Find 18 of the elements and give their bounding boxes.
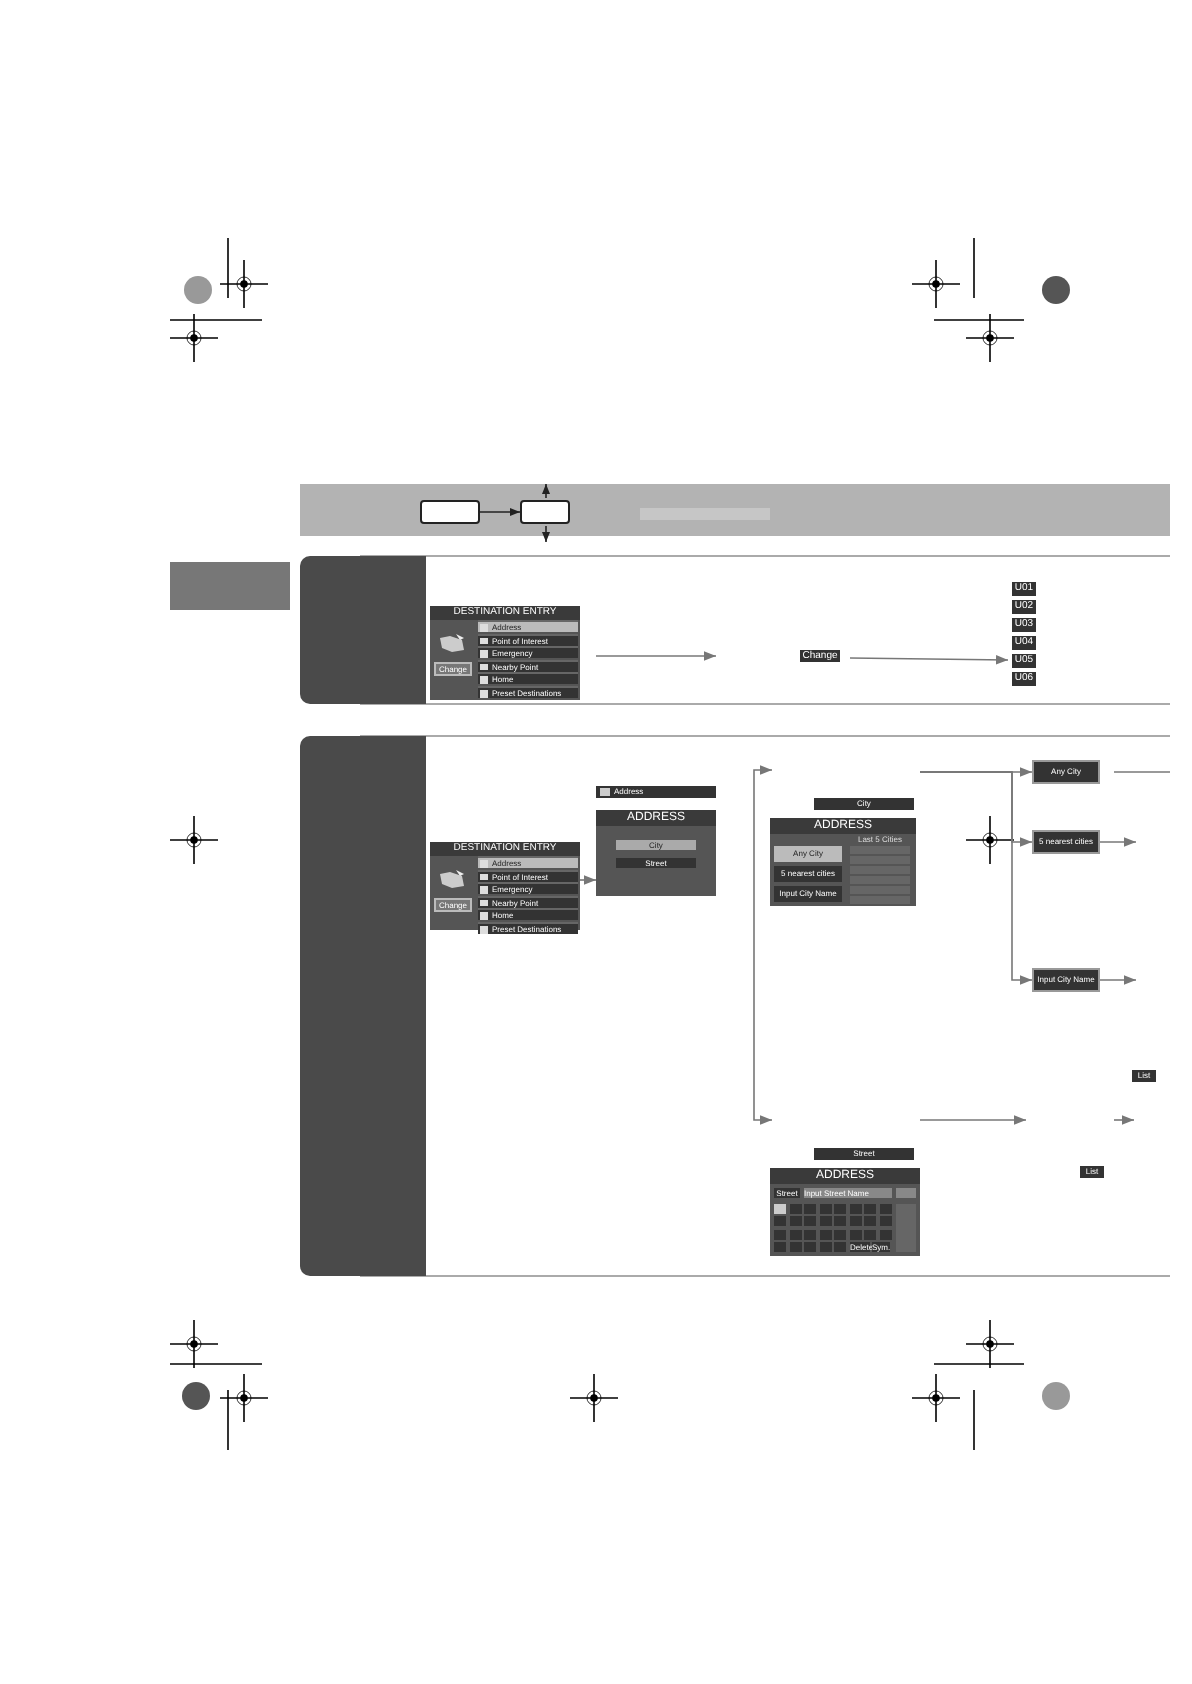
arrow (1099, 975, 1137, 985)
arrow (919, 771, 1033, 985)
section-sidebar (300, 556, 426, 704)
keyboard-screen (770, 1168, 920, 1256)
arrow (579, 875, 597, 885)
arrow (595, 651, 717, 661)
menu-screen (770, 818, 916, 906)
arrow (479, 508, 521, 516)
screen-button (1032, 830, 1100, 854)
empty-box (520, 500, 570, 524)
arrow (849, 655, 1009, 665)
menu-screen (596, 810, 716, 896)
section-sidebar (300, 736, 426, 1276)
arrow (1099, 837, 1137, 847)
menu-screen (430, 606, 580, 700)
screen-button (1032, 760, 1100, 784)
menu-screen (430, 842, 580, 930)
empty-box (420, 500, 480, 524)
